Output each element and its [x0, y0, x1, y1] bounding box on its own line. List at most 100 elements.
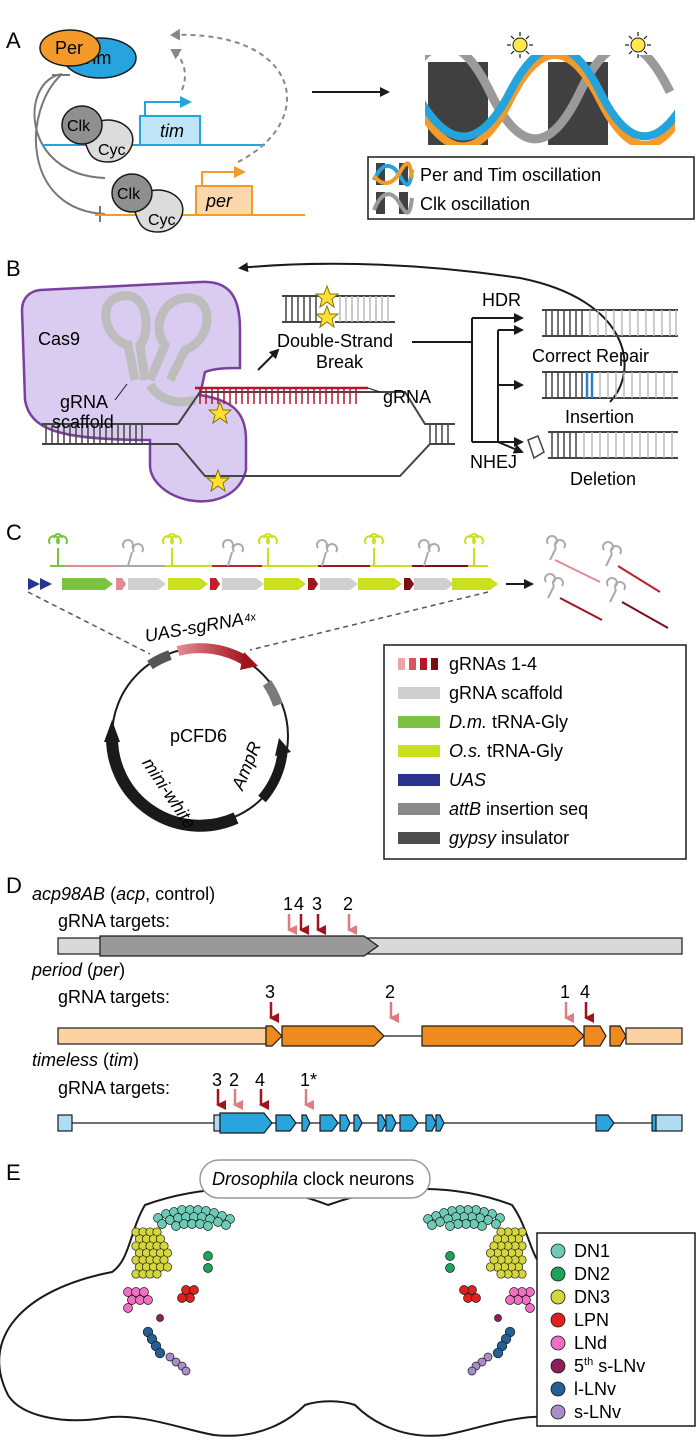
neuron-dn1	[477, 1221, 487, 1231]
legend-swatch-gypsy	[398, 832, 440, 844]
moon-icon-1	[443, 30, 462, 57]
neuron-dn1	[453, 1219, 463, 1229]
tim-targets	[216, 1089, 314, 1110]
clk-label-per: Clk	[117, 186, 141, 203]
legend-swatch-uas	[398, 774, 440, 786]
panel-d: D acp98AB (acp, control) gRNA targets: 1…	[6, 873, 683, 1134]
per-targets	[269, 1002, 594, 1023]
legend-label-os-trna: O.s. tRNA-Gly	[449, 741, 563, 761]
legend-dot-dn3	[550, 1289, 566, 1305]
outcome-correct-repair	[542, 309, 678, 337]
legend-dot-llnv	[550, 1381, 566, 1397]
legend-label-slnv: s-LNv	[574, 1402, 621, 1422]
legend-swatch-grnas	[398, 658, 438, 670]
neuron-slnv	[477, 1357, 487, 1367]
scaffold-label-line1: gRNA	[60, 392, 108, 412]
neuron-dn3	[152, 1269, 162, 1279]
tim-target-3: 3	[212, 1070, 222, 1090]
legend-per-tim-icon	[372, 161, 414, 187]
neuron-dn1	[203, 1221, 213, 1231]
legend-label-grnas: gRNAs 1-4	[449, 654, 537, 674]
neuron-lpn	[189, 1285, 199, 1295]
cas9-label: Cas9	[38, 329, 80, 349]
acp-target-3: 3	[312, 894, 322, 914]
panel-e: E Drosophila clock neurons DN1 DN2 DN3 L…	[0, 1159, 696, 1437]
legend-label-dm-trna: D.m. tRNA-Gly	[449, 712, 568, 732]
panel-a-letter: A	[6, 28, 21, 53]
grna-label: gRNA	[383, 387, 431, 407]
neuron-lpn	[177, 1293, 187, 1303]
targets-label-acp: gRNA targets:	[58, 911, 170, 931]
neuron-lnd	[131, 1287, 141, 1297]
neuron-lpn	[467, 1285, 477, 1295]
legend-dot-lnd	[550, 1335, 566, 1351]
panel-c: C	[6, 520, 687, 860]
sun-icon-1	[507, 32, 533, 58]
neuron-lnd	[525, 1303, 535, 1313]
panel-e-letter: E	[6, 1160, 21, 1185]
neuron-dn1	[157, 1219, 167, 1229]
tim-gene-box	[139, 115, 201, 146]
neuron-dn1	[179, 1219, 189, 1229]
oscillation-plot	[425, 55, 675, 145]
neuron-5th-slnv	[156, 1314, 164, 1322]
neuron-dn1	[221, 1220, 231, 1230]
neuron-lpn	[181, 1285, 191, 1295]
construct-superscript: 4x	[243, 611, 257, 625]
legend-label-gypsy: gypsy insulator	[449, 828, 569, 848]
hdr-label: HDR	[482, 290, 521, 310]
tim-target-2: 2	[229, 1070, 239, 1090]
acp-target-1: 1	[283, 894, 293, 914]
legend-label-dn2: DN2	[574, 1264, 610, 1284]
legend-label-5th-slnv: 5th s-LNv	[574, 1356, 645, 1376]
legend-dot-dn1	[550, 1243, 566, 1259]
clk-oscillation-wave	[425, 55, 675, 144]
outcome-deletion	[527, 431, 678, 460]
gene-name-per: period (per)	[31, 960, 125, 980]
per-translation-arrow	[170, 28, 289, 163]
legend-label-attb: attB insertion seq	[449, 799, 588, 819]
panel-b-letter: B	[6, 256, 21, 281]
neuron-lnd	[135, 1295, 145, 1305]
clk-protein-tim	[61, 105, 103, 145]
legend-label-uas: UAS	[449, 770, 486, 790]
legend-clk-icon	[372, 192, 414, 215]
neuron-dn2	[445, 1251, 455, 1261]
per-gene-label: per	[205, 191, 233, 211]
acp-target-2: 2	[343, 894, 353, 914]
legend-dot-dn2	[550, 1266, 566, 1282]
legend-swatch-scaffold	[398, 687, 440, 699]
clk-protein-per	[111, 173, 153, 213]
plasmid-pcfd6	[104, 643, 291, 832]
dsb-label-line2: Break	[316, 352, 364, 372]
clock-neurons-title: Drosophila clock neurons	[212, 1169, 414, 1189]
tim-translation-arrow	[170, 48, 186, 91]
outcome-label-deletion: Deletion	[570, 469, 636, 489]
per-protein-label: Per	[55, 38, 83, 58]
legend-swatch-dm-trna	[398, 716, 440, 728]
panel-c-letter: C	[6, 520, 22, 545]
gene-model-tim	[57, 1112, 683, 1134]
gene-model-per	[57, 1025, 683, 1047]
neuron-lpn	[185, 1293, 195, 1303]
neuron-dn1	[445, 1221, 455, 1231]
per-target-3: 3	[265, 982, 275, 1002]
neuron-clusters	[123, 1205, 535, 1376]
neuron-lpn	[463, 1293, 473, 1303]
neuron-slnv	[467, 1366, 477, 1376]
neuron-lnd	[127, 1295, 137, 1305]
neuron-slnv	[171, 1357, 181, 1367]
neuron-dn3	[162, 1262, 173, 1272]
outcome-label-insertion: Insertion	[565, 407, 634, 427]
legend-clk-label: Clk oscillation	[420, 194, 530, 214]
neuron-dn1	[427, 1220, 437, 1230]
neuron-dn2	[445, 1263, 455, 1273]
legend-swatch-attb	[398, 803, 440, 815]
neuron-lnd	[139, 1287, 149, 1297]
acp-target-4: 4	[294, 894, 304, 914]
repression-line-per	[35, 73, 106, 215]
legend-dot-slnv	[550, 1404, 566, 1420]
acp-targets	[287, 914, 357, 935]
neuron-5th-slnv	[494, 1314, 502, 1322]
neuron-slnv	[181, 1366, 191, 1376]
